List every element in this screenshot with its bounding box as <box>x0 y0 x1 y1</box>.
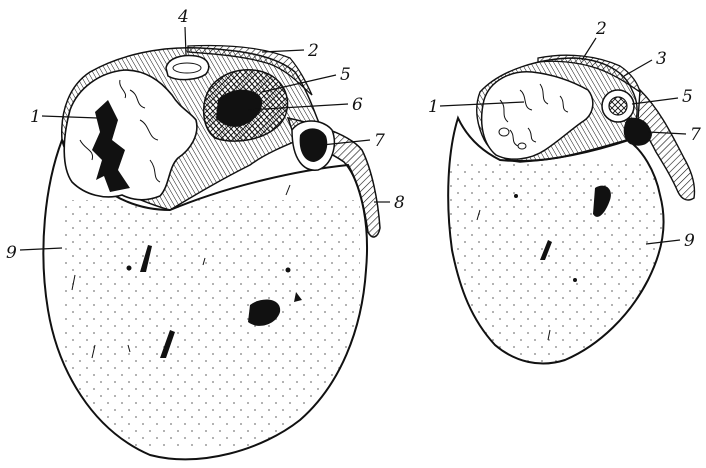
left-structure-4 <box>166 56 209 80</box>
label-left-2: 2 <box>307 41 319 61</box>
label-right-2: 2 <box>595 19 607 39</box>
label-left-7: 7 <box>374 131 385 151</box>
right-vessel-4 <box>573 278 577 282</box>
label-left-8: 8 <box>394 193 405 213</box>
label-left-6: 6 <box>352 95 363 115</box>
label-right-3: 3 <box>656 49 667 69</box>
leader-right-3 <box>624 60 652 76</box>
label-right-7: 7 <box>690 125 701 145</box>
label-right-5: 5 <box>682 87 693 107</box>
left-body-stipple <box>60 200 360 450</box>
label-right-9: 9 <box>684 231 695 251</box>
right-section <box>448 55 694 365</box>
right-vessel-3 <box>514 194 518 198</box>
right-structure-5-inner <box>609 97 627 115</box>
left-section <box>43 46 380 460</box>
label-left-4: 4 <box>177 7 189 27</box>
left-vessel-5 <box>286 268 291 273</box>
label-left-9: 9 <box>6 243 17 263</box>
label-left-1: 1 <box>30 107 41 127</box>
left-vessel-6 <box>127 266 132 271</box>
label-right-1: 1 <box>428 97 439 117</box>
label-left-5: 5 <box>340 65 351 85</box>
right-body-stipple <box>450 160 665 365</box>
